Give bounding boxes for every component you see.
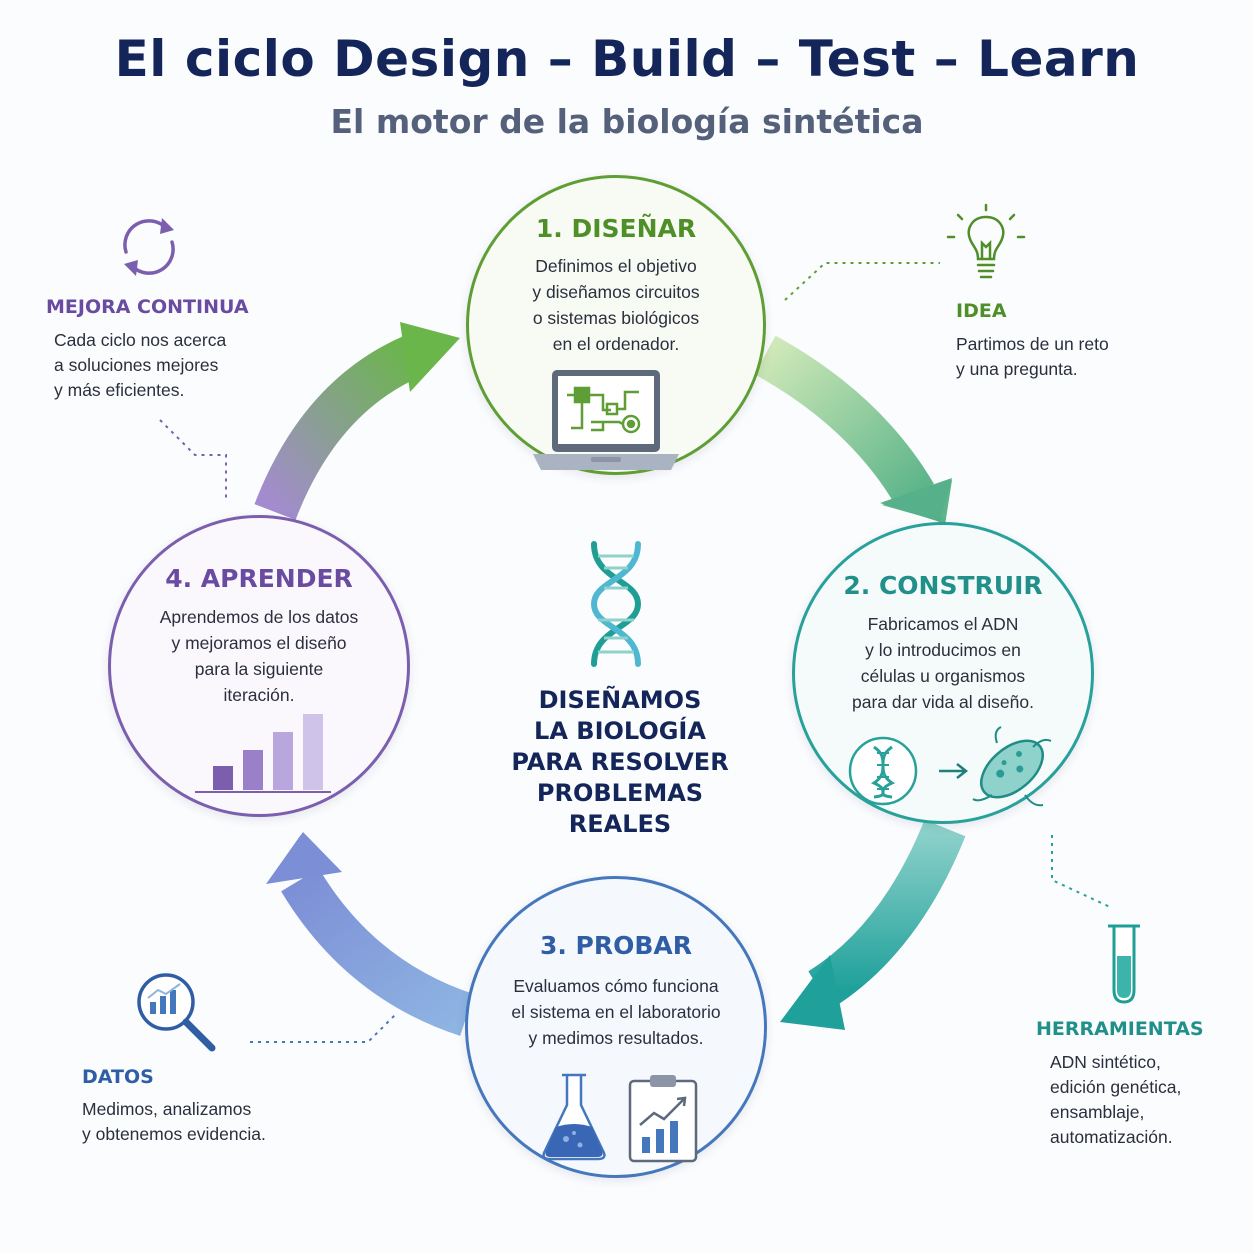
idea-text: Partimos de un reto y una pregunta. (956, 334, 1109, 379)
connector-idea (784, 262, 940, 301)
stage-build-title: 2. CONSTRUIR (843, 571, 1043, 600)
stage-test-description: Evaluamos cómo funciona el sistema en el… (511, 976, 721, 1048)
connector-herramientas (1051, 835, 1111, 908)
lightbulb-icon (946, 203, 1026, 279)
center-message: DISEÑAMOS LA BIOLOGÍA PARA RESOLVER PROB… (511, 686, 729, 838)
magnifier-chart-icon (137, 973, 216, 1052)
arrow-build-to-test (808, 819, 966, 1009)
mejora-text: Cada ciclo nos acerca a soluciones mejor… (54, 330, 227, 400)
herramientas-text: ADN sintético, edición genética, ensambl… (1050, 1052, 1182, 1147)
test-tube-icon (1108, 924, 1140, 1004)
stage-design-title: 1. DISEÑAR (535, 214, 697, 243)
arrowhead-build-to-test (780, 955, 845, 1030)
stage-design-description: Definimos el objetivo y diseñamos circui… (532, 256, 700, 354)
stage-build-description: Fabricamos el ADN y lo introducimos en c… (852, 614, 1034, 712)
stage-design: 1. DISEÑAR Definimos el objetivo y diseñ… (466, 175, 766, 475)
herramientas-title: HERRAMIENTAS (1036, 1018, 1204, 1040)
arrow-learn-to-design (254, 334, 424, 521)
flask-and-chart-icon (542, 1073, 698, 1163)
stage-build: 2. CONSTRUIR Fabricamos el ADN y lo intr… (792, 522, 1094, 824)
datos-text: Medimos, analizamos y obtenemos evidenci… (82, 1099, 266, 1144)
arrow-design-to-build (754, 335, 934, 507)
arrowhead-learn-to-design (400, 322, 460, 392)
page-subtitle: El motor de la biología sintética (330, 102, 924, 141)
refresh-cycle-icon (123, 218, 175, 276)
connector-datos (250, 1014, 396, 1043)
idea-title: IDEA (956, 300, 1007, 322)
arrow-test-to-learn (281, 868, 475, 1036)
stage-learn-description: Aprendemos de los datos y mejoramos el d… (159, 607, 359, 705)
stage-test-title: 3. PROBAR (539, 931, 693, 960)
connector-mejora (159, 419, 227, 500)
stage-learn-title: 4. APRENDER (165, 564, 353, 593)
laptop-circuit-icon (533, 370, 679, 470)
dna-to-cell-icon (848, 726, 1052, 807)
stage-test: 3. PROBAR Evaluamos cómo funciona el sis… (465, 876, 767, 1178)
page-title: El ciclo Design – Build – Test – Learn (114, 30, 1140, 88)
datos-title: DATOS (82, 1066, 154, 1088)
bar-chart-icon (195, 714, 331, 793)
dna-helix-icon (590, 541, 642, 667)
stage-learn: 4. APRENDER Aprendemos de los datos y me… (108, 515, 410, 817)
mejora-title: MEJORA CONTINUA (46, 296, 249, 318)
